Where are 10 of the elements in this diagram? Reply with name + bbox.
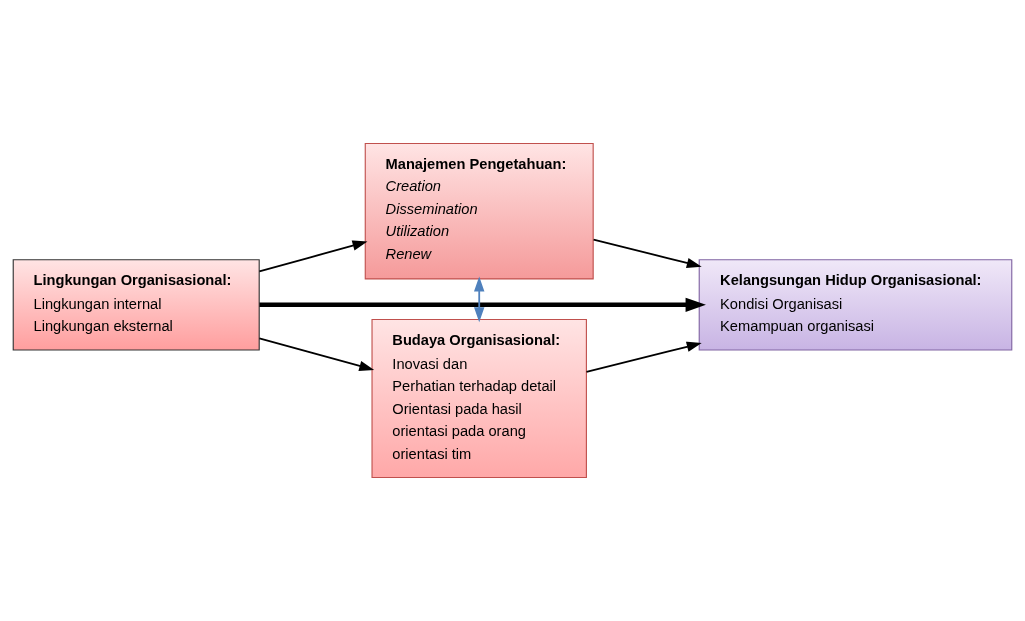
node-box: Budaya Organisasional: Inovasi dan Perhatian terhadap detail Orientasi pada hasil orientasi pada orang orientasi tim bbox=[371, 318, 587, 479]
node-box: Manajemen Pengetahuan: Creation Dissemination Utilization Renew bbox=[364, 142, 594, 280]
arrow bbox=[258, 240, 368, 273]
arrow bbox=[258, 337, 375, 372]
node-box: Kelangsungan Hidup Organisasional: Kondisi Organisasi Kemampuan organisasi bbox=[698, 259, 1013, 351]
node-box: Lingkungan Organisasional: Lingkungan internal Lingkungan eksternal bbox=[12, 259, 260, 351]
arrow bbox=[592, 238, 702, 269]
arrow bbox=[474, 276, 485, 323]
arrow bbox=[259, 297, 706, 312]
arrow bbox=[585, 341, 702, 373]
